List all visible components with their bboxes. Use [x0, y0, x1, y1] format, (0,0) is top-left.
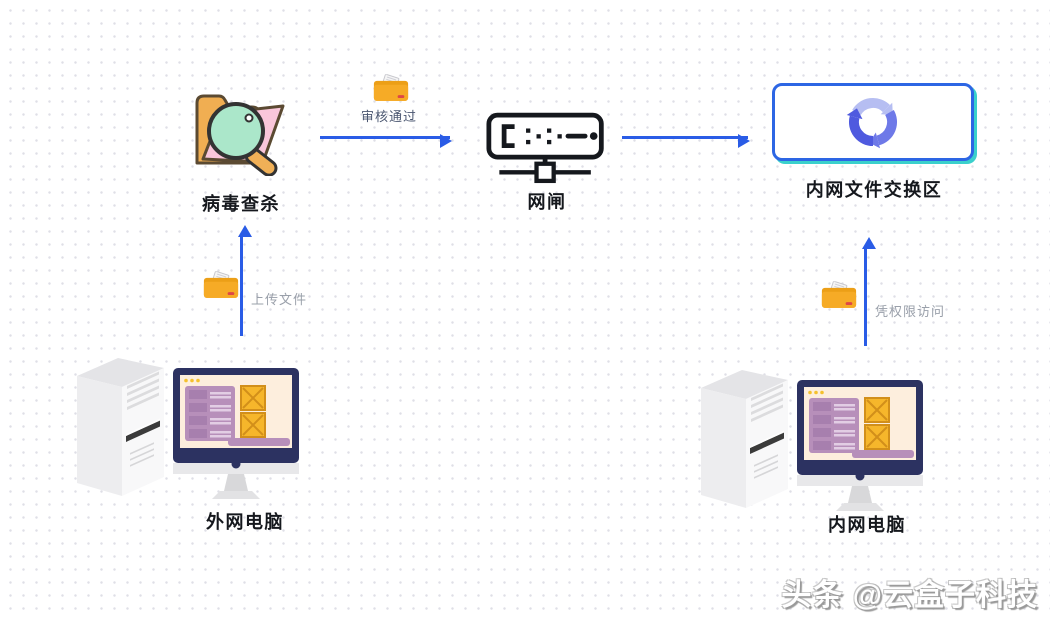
- approved-flow-label: 审核通过: [361, 109, 418, 124]
- arrow-external-to-virus: [237, 225, 252, 336]
- exchange-zone-box: [772, 83, 974, 161]
- arrow-internal-to-exchange: [861, 237, 876, 346]
- desktop-computer-icon: [694, 362, 926, 514]
- arrow-gate-to-exchange: [622, 133, 750, 148]
- exchange-zone-label: 内网文件交换区: [805, 180, 943, 200]
- internal-pc-label: 内网电脑: [828, 515, 906, 535]
- virus-scan-label: 病毒查杀: [202, 194, 280, 214]
- external-pc-label: 外网电脑: [206, 512, 284, 532]
- network-gate-icon: [486, 112, 604, 184]
- file-folder-icon: [202, 271, 240, 300]
- folder-magnifier-icon: [195, 94, 285, 176]
- upload-flow-label: 上传文件: [251, 292, 308, 307]
- sync-arrows-icon: [846, 98, 898, 149]
- file-folder-icon: [820, 281, 858, 310]
- gatekeeper-label: 网闸: [527, 192, 567, 212]
- arrow-virus-to-gate: [320, 133, 452, 148]
- access-flow-label: 凭权限访问: [875, 304, 946, 319]
- file-folder-icon: [372, 74, 410, 103]
- watermark: 头条 @云盒子科技: [781, 579, 1038, 612]
- desktop-computer-icon: [70, 350, 302, 502]
